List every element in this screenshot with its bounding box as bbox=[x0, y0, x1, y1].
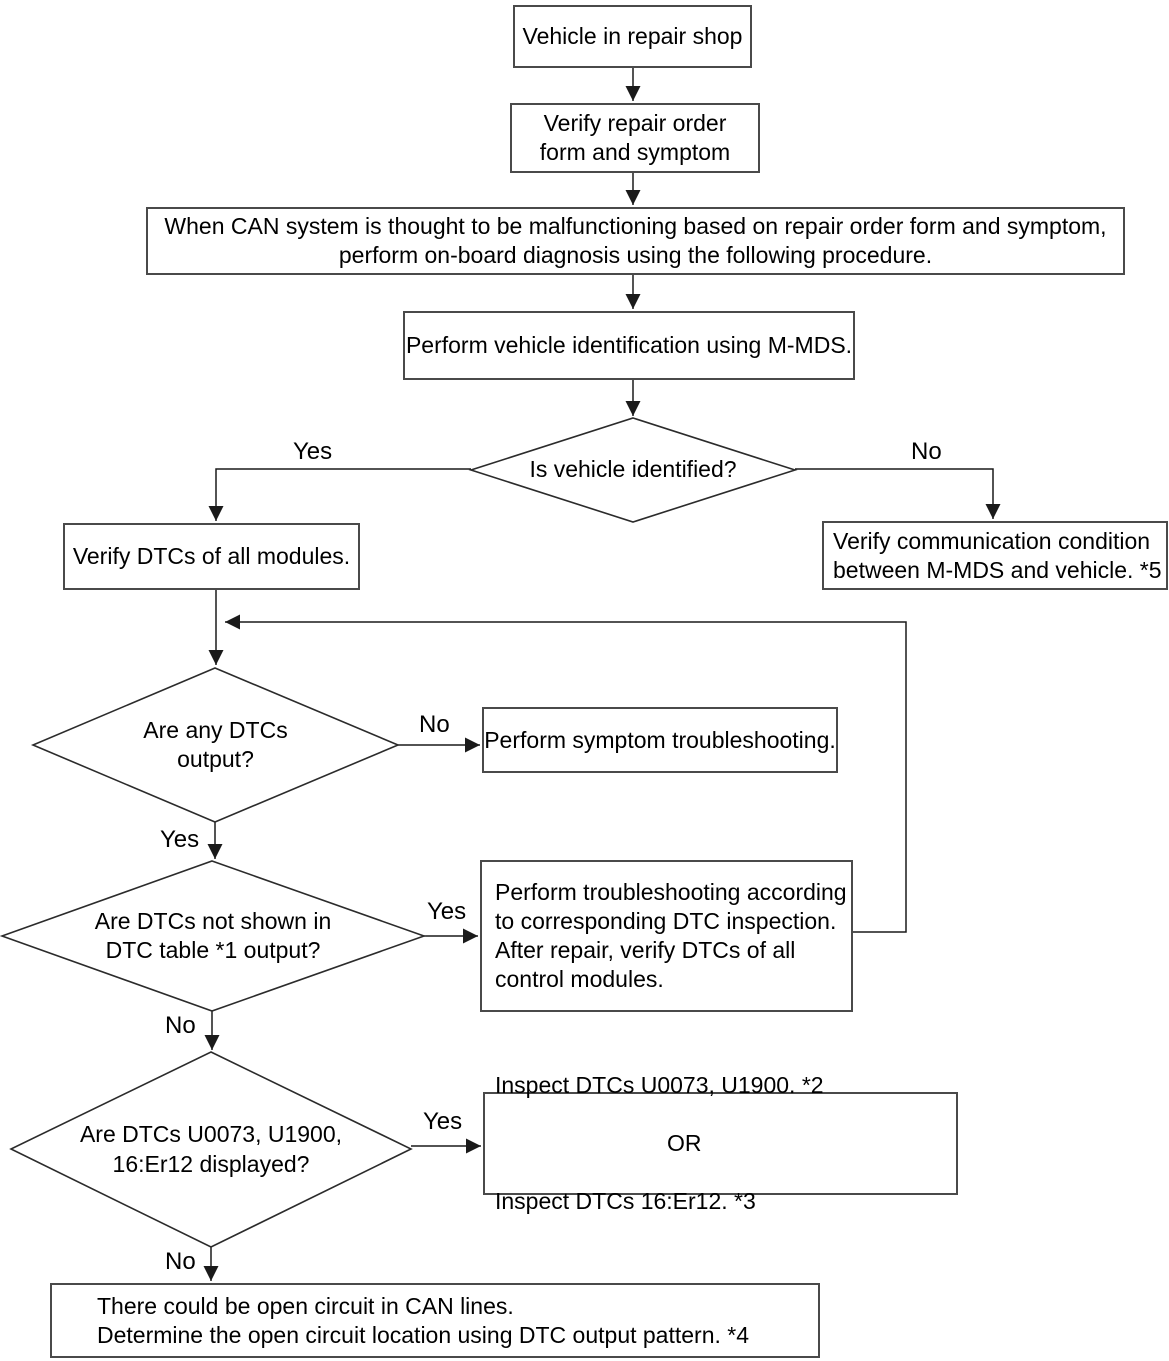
decision-dtcs-u0073-shape bbox=[9, 1051, 413, 1248]
node-vehicle-identification: Perform vehicle identification using M-M… bbox=[403, 311, 855, 380]
node-verify-dtcs: Verify DTCs of all modules. bbox=[63, 523, 360, 590]
inspect-dtcs-line2: Inspect DTCs 16:Er12. *3 bbox=[495, 1187, 756, 1214]
label-yes-decision2: Yes bbox=[160, 826, 200, 853]
decision-vehicle-identified-text: Is vehicle identified? bbox=[529, 456, 737, 483]
label-yes-decision4: Yes bbox=[423, 1108, 463, 1135]
arrow-feedback-loop bbox=[225, 614, 907, 933]
inspect-dtcs-or: OR bbox=[667, 1130, 702, 1157]
node-inspect-dtcs: Inspect DTCs U0073, U1900. *2 OR Inspect… bbox=[483, 1072, 958, 1214]
node-dtc-troubleshooting: Perform troubleshooting according to cor… bbox=[480, 860, 853, 1012]
node-verify-repair-order: Verify repair order form and symptom bbox=[510, 103, 760, 173]
label-yes-decision1: Yes bbox=[293, 438, 333, 465]
decision-dtcs-not-in-table-shape bbox=[0, 860, 427, 1012]
label-no-decision3: No bbox=[165, 1012, 196, 1039]
node-open-circuit: There could be open circuit in CAN lines… bbox=[50, 1283, 820, 1358]
decision-vehicle-identified-shape bbox=[468, 417, 798, 523]
node-can-system-malfunction: When CAN system is thought to be malfunc… bbox=[146, 207, 1125, 275]
decision-dtcs-output-text: Are any DTCs output? bbox=[143, 716, 288, 772]
node-verify-communication: Verify communication condition between M… bbox=[822, 521, 1168, 590]
node-symptom-troubleshooting: Perform symptom troubleshooting. bbox=[482, 707, 838, 773]
label-no-decision1: No bbox=[911, 438, 942, 465]
label-no-decision4: No bbox=[165, 1248, 196, 1275]
decision-dtcs-u0073-text: Are DTCs U0073, U1900, 16:Er12 displayed… bbox=[79, 1121, 343, 1177]
decision-dtcs-not-in-table-text: Are DTCs not shown in DTC table *1 outpu… bbox=[94, 907, 332, 963]
arrow-decision1-no bbox=[795, 468, 1001, 519]
arrow-decision1-yes bbox=[208, 468, 471, 521]
label-no-decision2: No bbox=[419, 711, 450, 738]
node-vehicle-in-repair-shop: Vehicle in repair shop bbox=[513, 5, 752, 68]
label-yes-decision3: Yes bbox=[427, 898, 467, 925]
decision-dtcs-output-shape bbox=[30, 667, 401, 823]
inspect-dtcs-line1: Inspect DTCs U0073, U1900. *2 bbox=[495, 1072, 824, 1099]
